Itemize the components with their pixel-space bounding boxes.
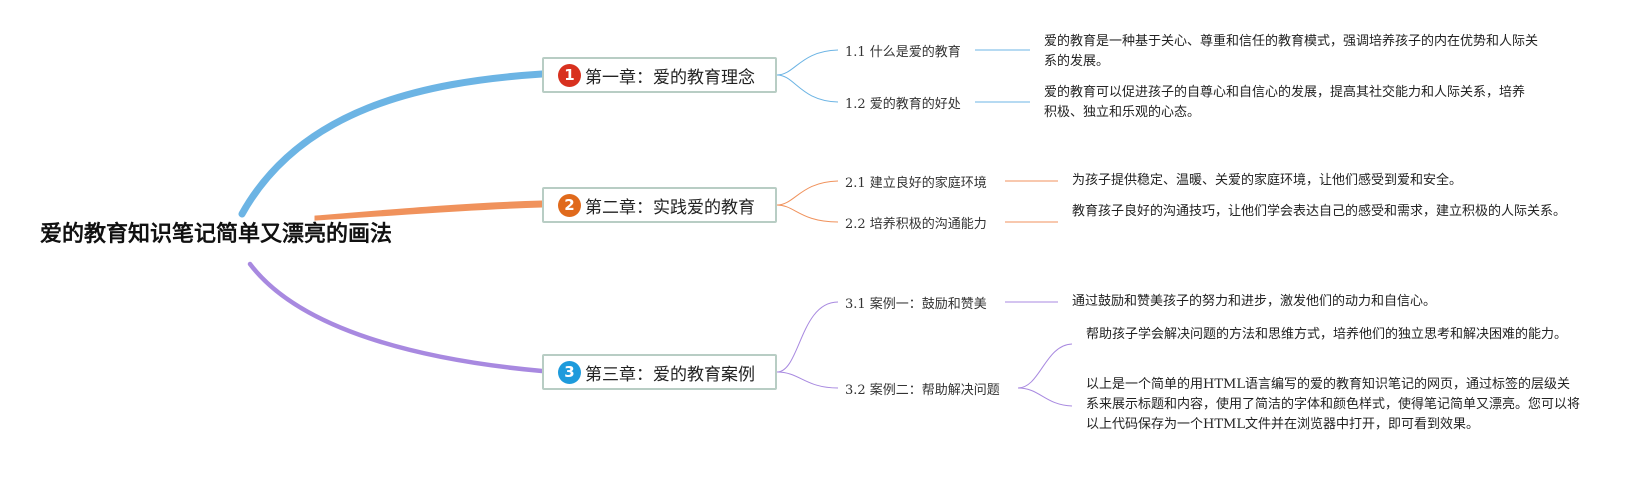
note-3-2-a[interactable]: 帮助孩子学会解决问题的方法和思维方式，培养他们的独立思考和解决困难的能力。 [1086,327,1568,342]
branch-chapter-1 [238,70,546,218]
note-3-1[interactable]: 通过鼓励和赞美孩子的努力和进步，激发他们的动力和自信心。 [1072,294,1437,309]
chapter-1-label: 第一章：爱的教育理念 [585,67,755,88]
chapter-1-node[interactable]: 1 第一章：爱的教育理念 [542,57,777,93]
branch-chapter-3 [247,261,545,374]
subtopic-2-1[interactable]: 2.1 建立良好的家庭环境 [845,176,987,191]
subtopic-3-2[interactable]: 3.2 案例二：帮助解决问题 [845,383,1000,398]
central-topic[interactable]: 爱的教育知识笔记简单又漂亮的画法 [40,222,393,247]
link-2-2 [776,204,839,223]
chapter-2-label: 第二章：实践爱的教育 [585,197,755,218]
chapter-1-number-badge: 1 [558,63,581,87]
note-1-2[interactable]: 爱的教育可以促进孩子的自尊心和自信心的发展，提高其社交能力和人际关系，培养积极、… [1044,85,1526,120]
link-note-3-2a [1017,343,1073,389]
link-1-1 [776,49,839,76]
link-3-1 [776,301,839,373]
subtopic-2-2[interactable]: 2.2 培养积极的沟通能力 [845,217,987,232]
chapter-3-label: 第三章：爱的教育案例 [585,364,755,385]
link-3-2 [776,371,839,389]
link-2-1 [776,180,839,206]
link-1-2 [776,74,839,103]
note-2-2[interactable]: 教育孩子良好的沟通技巧，让他们学会表达自己的感受和需求，建立积极的人际关系。 [1072,204,1567,219]
subtopic-1-2[interactable]: 1.2 爱的教育的好处 [845,97,961,112]
link-note-3-2b [1017,387,1073,407]
note-3-2-b[interactable]: 以上是一个简单的用HTML语言编写的爱的教育知识笔记的网页，通过标签的层级关系来… [1086,377,1581,432]
chapter-3-number-badge: 3 [558,360,581,384]
note-2-1[interactable]: 为孩子提供稳定、温暖、关爱的家庭环境，让他们感受到爱和安全。 [1072,173,1463,188]
chapter-2-number-badge: 2 [558,193,581,217]
subtopic-1-1[interactable]: 1.1 什么是爱的教育 [845,45,961,60]
note-1-1[interactable]: 爱的教育是一种基于关心、尊重和信任的教育模式，强调培养孩子的内在优势和人际关系的… [1044,34,1539,69]
chapter-3-node[interactable]: 3 第三章：爱的教育案例 [542,354,777,390]
subtopic-3-1[interactable]: 3.1 案例一：鼓励和赞美 [845,297,987,312]
chapter-2-node[interactable]: 2 第二章：实践爱的教育 [542,187,777,223]
